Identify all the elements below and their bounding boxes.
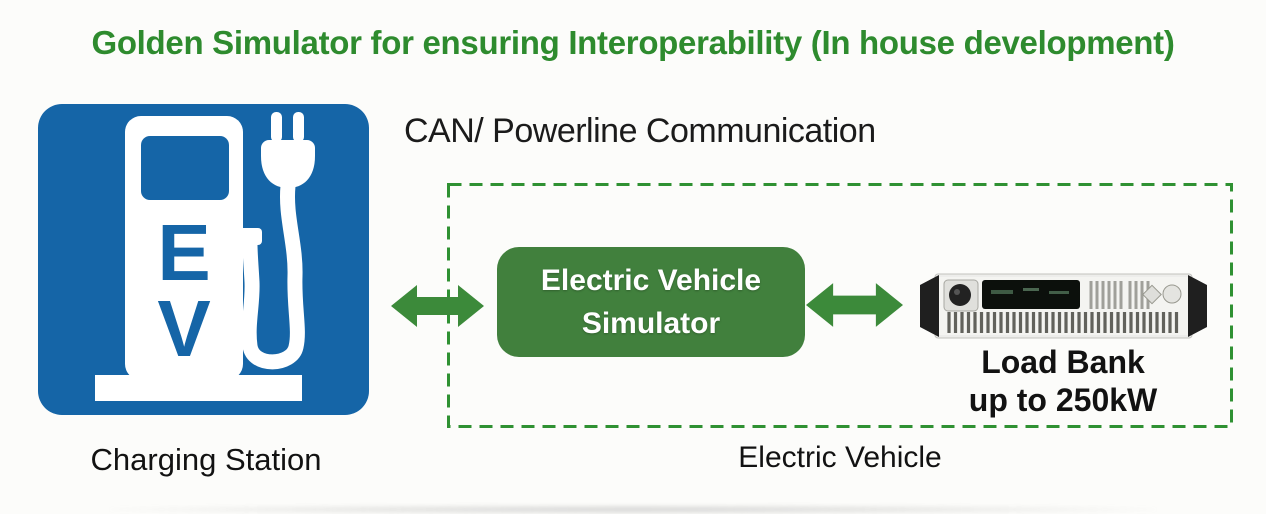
bidirectional-arrow-right-icon [806, 283, 903, 327]
arrow-shape [391, 285, 484, 327]
plug-prong-icon [293, 112, 304, 142]
electric-vehicle-label: Electric Vehicle [738, 441, 942, 474]
sign-letter-v: V [157, 284, 210, 373]
load-bank-device-icon [920, 273, 1207, 339]
vent-slats-bottom [947, 312, 1179, 333]
simulator-box-line1: Electric Vehicle [540, 263, 762, 297]
bottom-shadow [110, 505, 1156, 514]
load-bank-label-line1: Load Bank [981, 344, 1145, 380]
power-knob-highlight [954, 289, 960, 295]
power-knob [949, 284, 971, 306]
display-glyph [1023, 288, 1039, 291]
rack-ear-left [920, 275, 939, 337]
nozzle-holder [236, 228, 262, 245]
load-bank-label: Load Bank up to 250kW [913, 343, 1213, 419]
vent-slats-top [1089, 281, 1150, 309]
display-panel [982, 280, 1080, 309]
pump-screen [141, 136, 229, 200]
display-glyph [1049, 291, 1069, 294]
simulator-box-line2: Simulator [581, 306, 721, 340]
load-bank-label-line2: up to 250kW [968, 382, 1158, 418]
electric-vehicle-boundary [447, 183, 1233, 428]
plug-prong-icon [271, 112, 282, 142]
diagram-title: Golden Simulator for ensuring Interopera… [91, 24, 1175, 61]
arrow-shape [806, 283, 903, 327]
sign-letter-e: E [157, 208, 210, 297]
diamond-button [1142, 284, 1162, 305]
adjust-knob [1162, 284, 1182, 304]
display-glyph [991, 290, 1013, 294]
dashed-border [447, 183, 1233, 428]
charging-cable [241, 178, 305, 370]
bidirectional-arrow-left-icon [391, 285, 484, 327]
charging-station-label: Charging Station [90, 442, 322, 477]
ev-simulator-box: Electric Vehicle Simulator [497, 247, 805, 357]
communication-label: CAN/ Powerline Communication [404, 112, 876, 150]
plug-icon [261, 140, 315, 188]
pump-base [95, 375, 302, 401]
rack-ear-right [1188, 275, 1207, 337]
ev-charging-station-icon: E V [38, 104, 369, 415]
